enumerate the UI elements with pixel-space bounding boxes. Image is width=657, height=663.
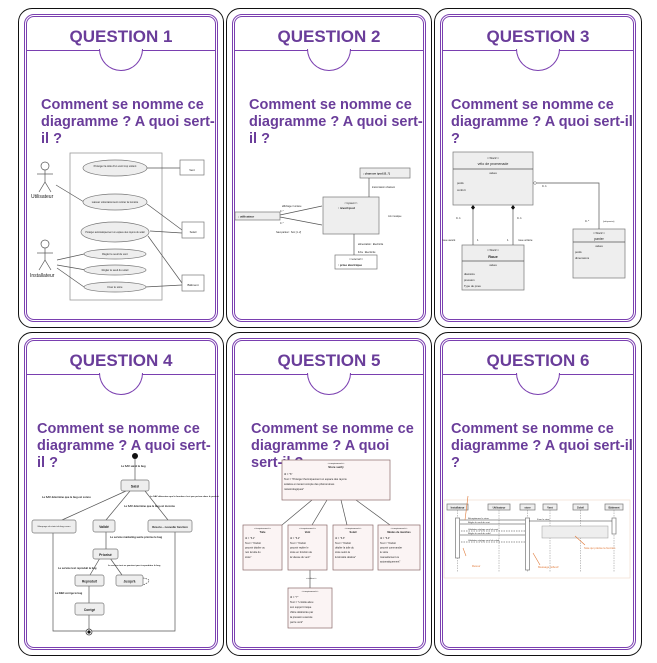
question-line-1: Comment se nomme ce <box>451 97 614 113</box>
card-title: QUESTION 6 <box>486 351 590 370</box>
card-title: QUESTION 2 <box>277 27 381 46</box>
question-line-1: Comment se nomme ce <box>251 421 414 437</box>
header-notch <box>307 373 351 395</box>
card-title: QUESTION 1 <box>69 27 173 46</box>
header-notch <box>99 49 143 71</box>
question-line-1: Comment se nomme ce <box>41 97 204 113</box>
header-notch <box>516 373 560 395</box>
header-notch <box>516 49 560 71</box>
header-notch <box>99 373 143 395</box>
question-line-1: Comment se nomme ce <box>249 97 412 113</box>
question-line-2: diagramme ? A quoi sert-il ? <box>41 114 215 147</box>
header-notch <box>307 49 351 71</box>
card-title: QUESTION 3 <box>486 27 590 46</box>
card-title: QUESTION 5 <box>277 351 381 370</box>
question-line-2: diagramme ? A quoi sert-il ? <box>451 438 633 471</box>
question-line-2: diagramme ? A quoi sert-il ? <box>37 438 211 471</box>
question-line-2: diagramme ? A quoi sert-il ? <box>251 438 390 471</box>
question-line-1: Comment se nomme ce <box>37 421 200 437</box>
question-line-2: diagramme ? A quoi sert-il ? <box>451 114 633 147</box>
question-line-2: diagramme ? A quoi sert-il ? <box>249 114 423 147</box>
question-line-1: Comment se nomme ce <box>451 421 614 437</box>
card-title: QUESTION 4 <box>69 351 173 370</box>
